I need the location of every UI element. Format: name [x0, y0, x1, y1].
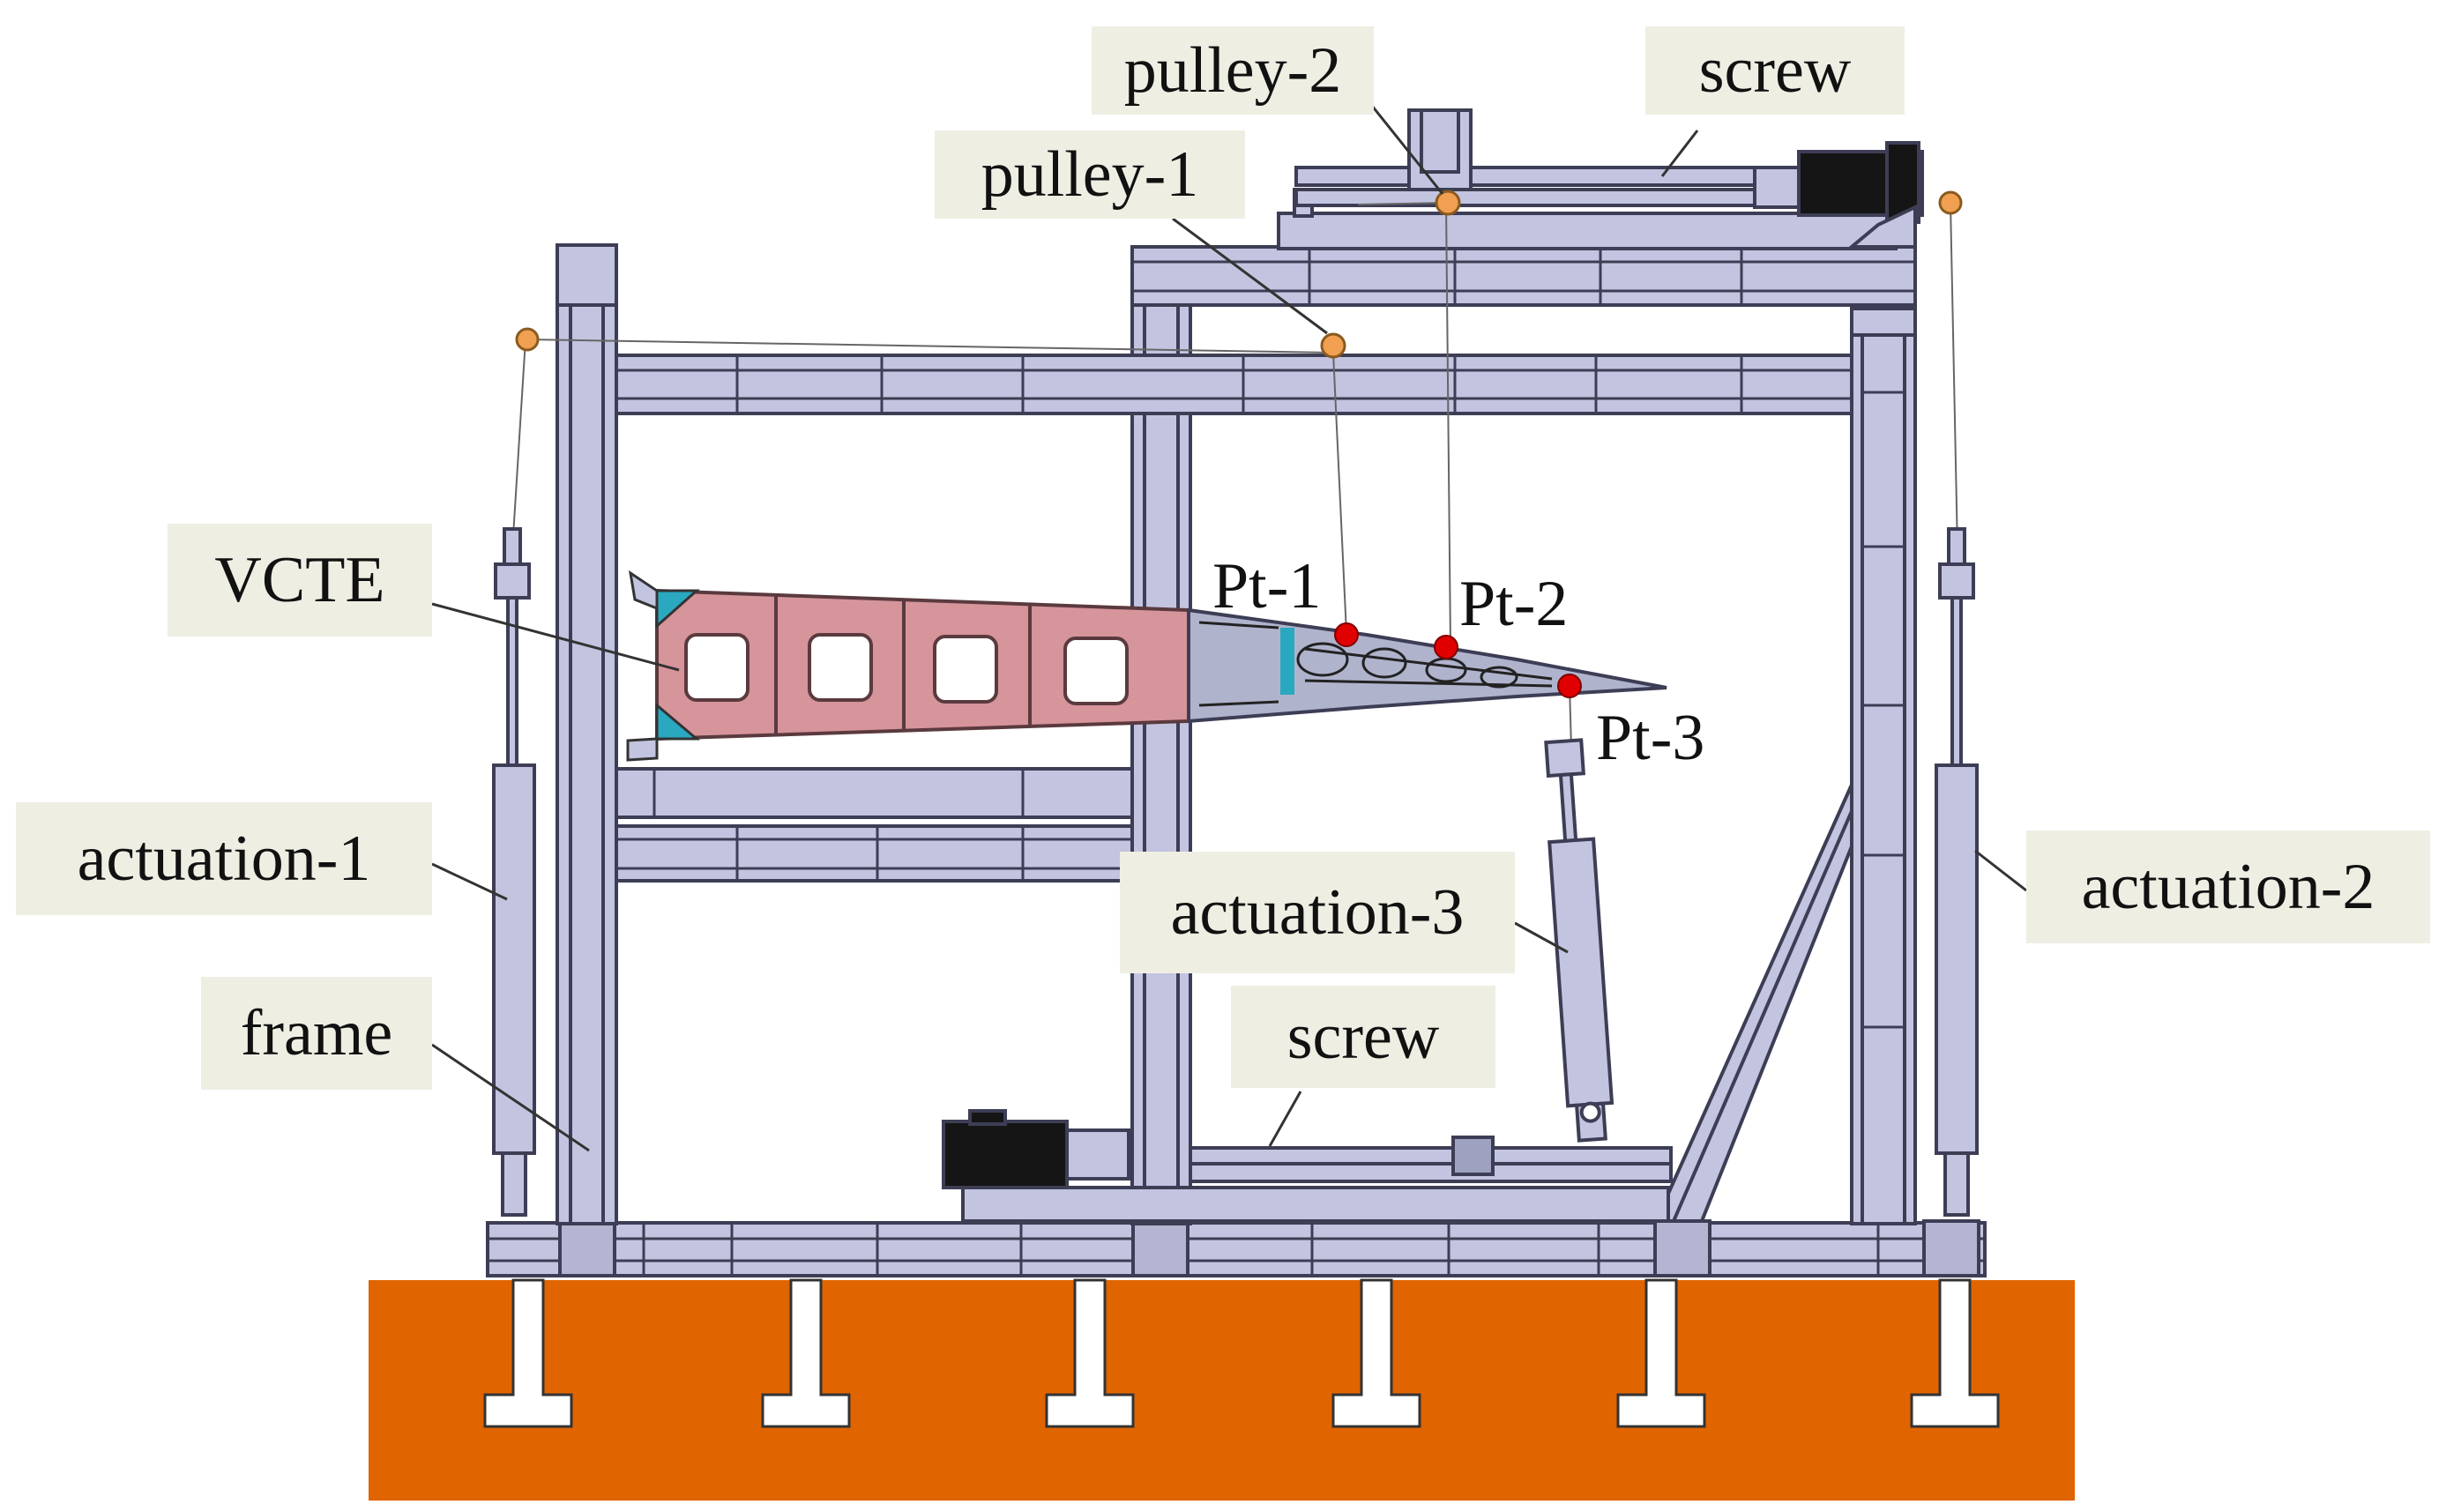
label-actuation-2: actuation-2: [2026, 830, 2430, 943]
column-caps: [556, 243, 1917, 337]
support-beam: [615, 767, 1134, 819]
actuator-2: [1935, 527, 1979, 1217]
label-frame: frame: [201, 977, 432, 1090]
frame-structure: [486, 188, 1987, 1277]
label-actuation-1: actuation-1: [16, 802, 432, 915]
pulley-left-icon: [515, 327, 540, 352]
left-column: [556, 243, 618, 1225]
pulley-right-icon: [1938, 190, 1963, 215]
pt-3-marker: [1557, 674, 1582, 698]
trailing-edge: [1187, 607, 1667, 724]
motor-icon: [942, 1120, 1069, 1189]
label-vcte: VCTE: [168, 524, 432, 637]
ground-base: [369, 1280, 2075, 1501]
label-pt-2: Pt-2: [1459, 568, 1569, 640]
top-platform: [1277, 212, 1898, 250]
label-pulley-2: pulley-2: [1092, 26, 1374, 115]
pulley-1-icon: [1320, 332, 1346, 359]
pulley-2-icon: [1435, 190, 1461, 216]
top-beam: [1130, 245, 1917, 307]
vcte-wing-box: [626, 570, 1190, 762]
upper-left-beam: [615, 354, 1853, 415]
pt-2-marker: [1434, 635, 1458, 659]
label-pulley-1: pulley-1: [935, 130, 1245, 219]
pulleys: [515, 190, 1963, 359]
lower-beam: [615, 824, 1134, 883]
actuator-1: [492, 527, 536, 1217]
label-actuation-3: actuation-3: [1120, 852, 1515, 973]
actuator-3: [1544, 738, 1615, 1143]
top-screw-assembly: [1294, 108, 1924, 224]
lower-carriage-base: [961, 1186, 1670, 1223]
label-screw-top: screw: [1645, 26, 1905, 115]
label-screw-bottom: screw: [1231, 986, 1495, 1088]
ground-feet: [483, 1278, 2000, 1428]
label-pt-3: Pt-3: [1596, 702, 1705, 774]
pt-1-marker: [1334, 622, 1359, 647]
bottom-screw-assembly: [942, 1109, 1130, 1189]
base-beam: [486, 1221, 1987, 1277]
measurement-points: [1334, 622, 1582, 698]
label-pt-1: Pt-1: [1212, 550, 1322, 622]
middle-column: [1130, 302, 1192, 1225]
cables: [511, 202, 1958, 749]
ground: [369, 1278, 2075, 1501]
diagonal-brace: [1652, 784, 1853, 1223]
